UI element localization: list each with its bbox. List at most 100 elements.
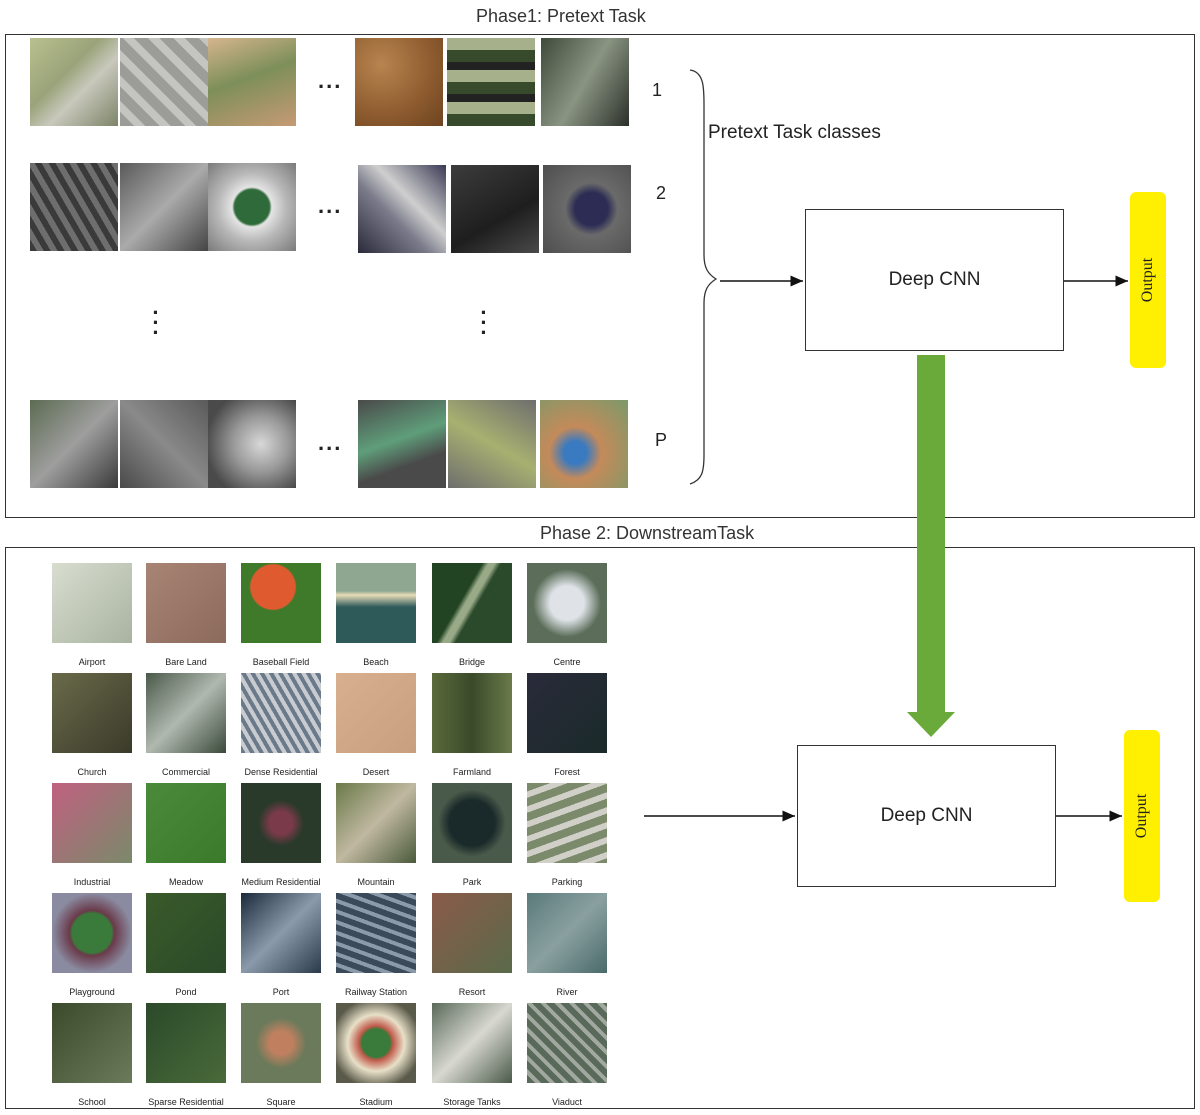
transfer-arrow — [907, 355, 955, 737]
pretext-thumb-1-1 — [30, 38, 118, 126]
class-tile: Pond — [146, 893, 226, 997]
row-label-2: 2 — [656, 183, 667, 203]
class-image — [52, 783, 132, 863]
class-tile: Sparse Residential — [146, 1003, 226, 1107]
class-label: Baseball Field — [252, 657, 310, 667]
phase2-frame — [5, 547, 1195, 1109]
class-tile: Park — [432, 783, 512, 887]
class-image — [432, 893, 512, 973]
class-label: Meadow — [168, 877, 204, 887]
class-tile: Port — [241, 893, 321, 997]
phase2-deep-cnn-label: Deep CNN — [880, 805, 973, 826]
class-tile: Stadium — [336, 1003, 416, 1107]
class-tile: Forest — [527, 673, 607, 777]
class-label: Pond — [175, 987, 197, 997]
class-image — [527, 783, 607, 863]
class-image — [146, 783, 226, 863]
pretext-thumb-p-5 — [448, 400, 536, 488]
class-label: Bare Land — [165, 657, 207, 667]
class-label: Beach — [363, 657, 389, 667]
class-tile: Church — [52, 673, 132, 777]
phase2-output-box: Output — [1124, 730, 1160, 902]
pretext-thumb-p-1 — [30, 400, 118, 488]
class-tile: Railway Station — [336, 893, 416, 997]
phase1-frame — [5, 34, 1195, 518]
class-label: Viaduct — [552, 1097, 582, 1107]
phase1-deep-cnn-label: Deep CNN — [888, 269, 981, 290]
class-image — [527, 563, 607, 643]
class-label: Stadium — [359, 1097, 393, 1107]
class-label: Airport — [78, 657, 106, 667]
class-tile: Bridge — [432, 563, 512, 667]
class-label: Farmland — [452, 767, 491, 777]
class-label: Railway Station — [344, 987, 408, 997]
class-label: Commercial — [161, 767, 210, 777]
class-tile: Industrial — [52, 783, 132, 887]
class-image — [146, 563, 226, 643]
pretext-thumb-2-6 — [543, 165, 631, 253]
class-label: Centre — [553, 657, 581, 667]
class-label: Church — [77, 767, 107, 777]
class-tile: Commercial — [146, 673, 226, 777]
pretext-thumb-2-1 — [30, 163, 118, 251]
class-tile: Square — [241, 1003, 321, 1107]
class-label: Parking — [551, 877, 583, 887]
class-tile: School — [52, 1003, 132, 1107]
class-tile: Mountain — [336, 783, 416, 887]
class-label: School — [78, 1097, 106, 1107]
class-image — [241, 783, 321, 863]
class-image — [432, 1003, 512, 1083]
class-tile: Meadow — [146, 783, 226, 887]
row-label-1: 1 — [652, 80, 663, 100]
pretext-thumb-2-4 — [358, 165, 446, 253]
class-image — [241, 1003, 321, 1083]
row2-ellipsis: ... — [318, 193, 343, 218]
class-label: Medium Residential — [241, 877, 321, 887]
pretext-thumb-p-2 — [120, 400, 208, 488]
class-image — [241, 673, 321, 753]
pretext-thumb-p-4 — [358, 400, 446, 488]
class-image — [336, 783, 416, 863]
phase1-deep-cnn-box: Deep CNN — [805, 209, 1064, 351]
class-label: Port — [272, 987, 290, 997]
class-label: Desert — [362, 767, 390, 777]
phase2-deep-cnn-box: Deep CNN — [797, 745, 1056, 887]
class-image — [527, 1003, 607, 1083]
rowp-ellipsis: ... — [318, 430, 343, 455]
class-tile: Medium Residential — [241, 783, 321, 887]
class-tile: Resort — [432, 893, 512, 997]
vertical-ellipsis-left: ··· — [152, 300, 160, 345]
pretext-classes-label: Pretext Task classes — [708, 122, 881, 143]
pretext-brace — [689, 69, 718, 485]
class-image — [52, 1003, 132, 1083]
class-image — [336, 1003, 416, 1083]
class-label: Storage Tanks — [443, 1097, 501, 1107]
class-label: Sparse Residential — [148, 1097, 224, 1107]
row-label-p: P — [655, 430, 668, 450]
class-tile: Parking — [527, 783, 607, 887]
class-tile: Bare Land — [146, 563, 226, 667]
class-label: Forest — [554, 767, 580, 777]
class-image — [432, 783, 512, 863]
pretext-thumb-1-2 — [120, 38, 208, 126]
class-tile: Playground — [52, 893, 132, 997]
class-tile: Airport — [52, 563, 132, 667]
class-tile: Dense Residential — [241, 673, 321, 777]
pretext-thumb-p-3 — [208, 400, 296, 488]
pretext-thumb-1-5 — [447, 38, 535, 126]
class-label: Park — [462, 877, 482, 887]
row1-ellipsis: ... — [318, 68, 343, 93]
class-label: River — [556, 987, 578, 997]
class-image — [52, 673, 132, 753]
pretext-thumb-1-4 — [355, 38, 443, 126]
class-tile: Desert — [336, 673, 416, 777]
class-image — [241, 893, 321, 973]
class-label: Dense Residential — [244, 767, 318, 777]
class-label: Playground — [69, 987, 115, 997]
pretext-thumb-1-6 — [541, 38, 629, 126]
pretext-thumb-2-3 — [208, 163, 296, 251]
class-image — [432, 563, 512, 643]
class-image — [241, 563, 321, 643]
class-label: Square — [266, 1097, 296, 1107]
